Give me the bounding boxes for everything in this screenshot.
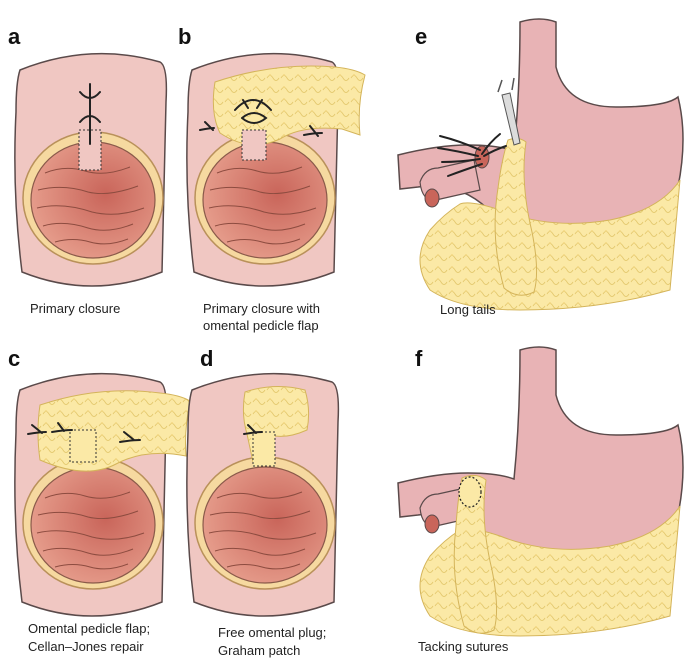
panel-f: f: [398, 346, 683, 636]
duodenal-lumen-e: [425, 189, 439, 207]
panel-b: b: [178, 24, 365, 286]
panel-letter-c: c: [8, 346, 20, 371]
panel-d: d: [187, 346, 339, 616]
perforation-b: [242, 130, 266, 160]
tacking-sutures-f: [459, 477, 481, 507]
caption-c: Omental pedicle flap; Cellan–Jones repai…: [28, 621, 154, 654]
caption-d: Free omental plug; Graham patch: [218, 625, 330, 658]
caption-e: Long tails: [440, 302, 496, 317]
panel-letter-f: f: [415, 346, 423, 371]
panel-a: a: [8, 24, 166, 286]
bowel-lumen-c: [23, 457, 163, 589]
duodenal-lumen-f: [425, 515, 439, 533]
caption-b: Primary closure with omental pedicle fla…: [203, 301, 324, 333]
forceps-tips: [498, 78, 514, 92]
perforation-d: [253, 432, 275, 466]
caption-f: Tacking sutures: [418, 639, 509, 654]
perforation-c: [70, 430, 96, 462]
panel-letter-e: e: [415, 24, 427, 49]
panel-e: e: [398, 19, 683, 310]
panel-letter-a: a: [8, 24, 21, 49]
caption-a: Primary closure: [30, 301, 120, 316]
omentum-flap-b: [213, 66, 365, 145]
panel-c: c: [8, 346, 190, 616]
panel-letter-b: b: [178, 24, 191, 49]
bowel-lumen-d: [195, 457, 335, 589]
panel-letter-d: d: [200, 346, 213, 371]
